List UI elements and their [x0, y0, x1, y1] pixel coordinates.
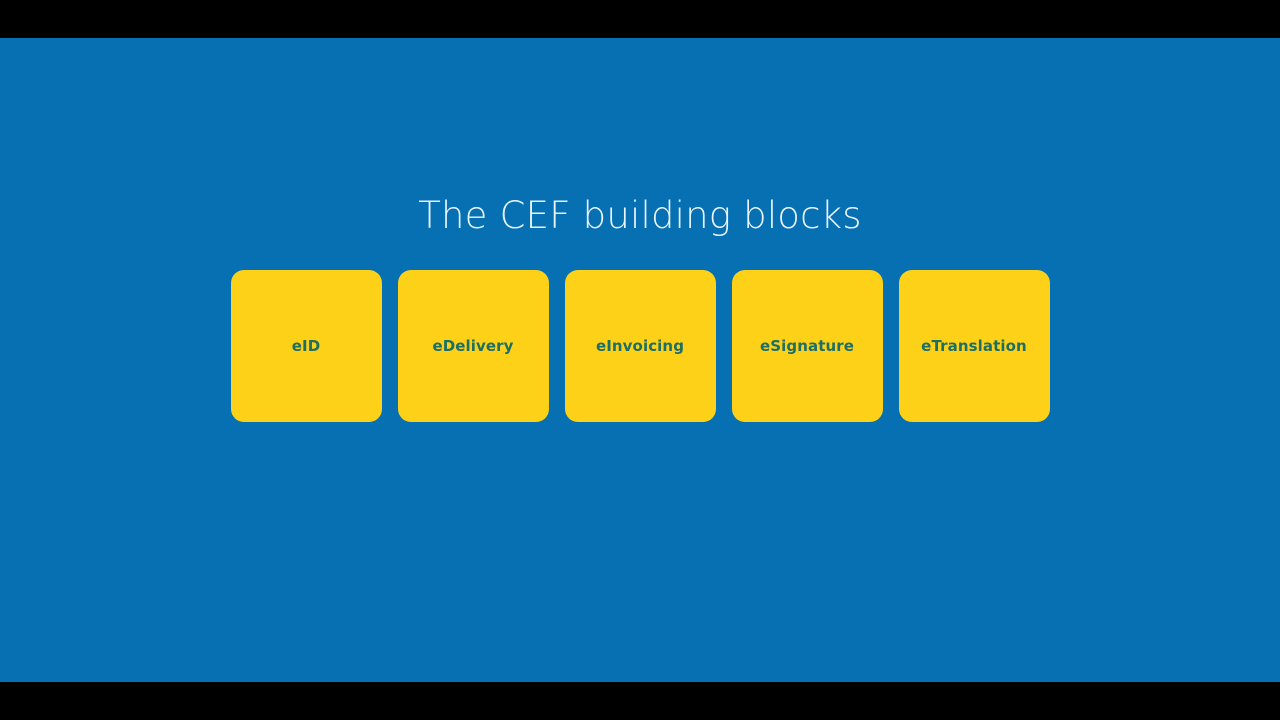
presentation-slide: The CEF building blocks eID eDelivery eI…: [0, 38, 1280, 682]
building-block-label: eSignature: [759, 336, 855, 355]
building-block-card-einvoicing[interactable]: eInvoicing: [564, 270, 716, 422]
letterbox-bar-bottom: [0, 682, 1280, 720]
building-block-label: eDelivery: [432, 336, 514, 355]
building-block-label: eInvoicing: [595, 336, 685, 355]
building-block-label: eTranslation: [921, 336, 1027, 355]
building-blocks-row: eID eDelivery eInvoicing eSignature eTra…: [230, 270, 1050, 422]
letterbox-bar-top: [0, 0, 1280, 38]
page-title: The CEF building blocks: [418, 194, 862, 237]
building-block-card-esignature[interactable]: eSignature: [731, 270, 883, 422]
building-block-card-edelivery[interactable]: eDelivery: [397, 270, 549, 422]
slide-content: The CEF building blocks eID eDelivery eI…: [0, 38, 1280, 682]
building-block-card-eid[interactable]: eID: [230, 270, 382, 422]
building-block-card-etranslation[interactable]: eTranslation: [898, 270, 1050, 422]
building-block-label: eID: [291, 336, 321, 355]
